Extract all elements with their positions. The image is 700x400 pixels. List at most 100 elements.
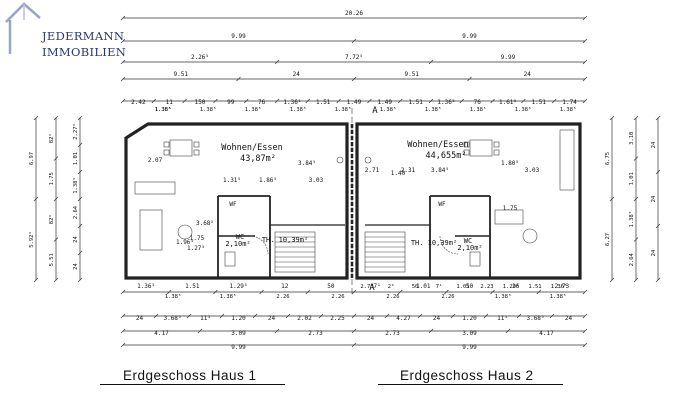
dimension-tick bbox=[77, 277, 83, 283]
dimension-tick bbox=[367, 98, 372, 104]
dimension-label: 1.38⁵ bbox=[335, 106, 352, 113]
chair bbox=[493, 141, 500, 148]
outer-wall-haus-2 bbox=[355, 122, 582, 280]
furniture bbox=[134, 129, 575, 273]
dimension-tick bbox=[274, 328, 280, 334]
stairs-haus-1 bbox=[274, 231, 316, 273]
round-table-haus-2 bbox=[522, 228, 538, 244]
dimension-tick bbox=[243, 98, 249, 104]
section-mark-top: A bbox=[372, 106, 378, 116]
dimension-tick bbox=[521, 98, 526, 104]
dimension-tick bbox=[77, 115, 83, 121]
dimension-label: 1.38⁵ bbox=[560, 106, 577, 113]
dimension-label: 1.01 bbox=[629, 172, 635, 185]
room-name-th-1: TH. 10,39m² bbox=[262, 236, 308, 244]
dimension-label: 7¹ bbox=[436, 283, 443, 290]
dimension-label: 11⁵ bbox=[497, 315, 508, 322]
room-name-wc-2: WC bbox=[464, 237, 472, 245]
dimension-tick bbox=[609, 196, 615, 202]
dimension-label: 1.51 bbox=[185, 283, 200, 290]
inner-dimension-label: 3.84⁵ bbox=[431, 167, 449, 174]
dimension-label: 2.25 bbox=[330, 315, 345, 322]
toilet-haus-2 bbox=[469, 251, 481, 267]
dimension-label: 1.01 bbox=[456, 284, 469, 290]
dimension-tick bbox=[582, 98, 588, 104]
dimension-label: 1.38⁵ bbox=[245, 106, 262, 113]
dimension-label: 76 bbox=[474, 99, 482, 106]
dimension-tick bbox=[397, 289, 403, 295]
round-table-haus-1 bbox=[177, 224, 193, 240]
dimension-tick bbox=[459, 98, 465, 104]
dimension-label: 2.64 bbox=[629, 252, 635, 266]
dimension-label: 1.38⁵ bbox=[550, 293, 567, 300]
dimension-tick bbox=[633, 115, 639, 121]
dimension-tick bbox=[582, 76, 588, 82]
dining-table-haus-1 bbox=[163, 139, 200, 157]
dimension-label: 24 bbox=[651, 141, 657, 148]
section-mark-bottom: A bbox=[369, 283, 375, 293]
dimension-label: 1.01 bbox=[416, 283, 431, 290]
dimension-tick bbox=[351, 328, 357, 334]
chair bbox=[163, 149, 170, 156]
dimension-tick bbox=[467, 76, 472, 82]
dimension-tick bbox=[120, 328, 126, 334]
inner-dimension-label: 1.96⁵ bbox=[176, 239, 194, 246]
dimension-label: 26 bbox=[512, 283, 520, 290]
dimension-tick bbox=[77, 223, 83, 229]
chair bbox=[193, 149, 200, 156]
dimension-tick bbox=[655, 169, 661, 175]
dimension-tick bbox=[384, 313, 390, 319]
dimension-tick bbox=[351, 313, 357, 319]
dimension-label: 24 bbox=[565, 315, 573, 322]
logo-line-1: JEDERMANN bbox=[42, 29, 125, 43]
dimension-label: 2.26 bbox=[441, 294, 454, 300]
dimension-label: 6.27 bbox=[605, 233, 611, 246]
dimension-tick bbox=[351, 289, 357, 295]
dimension-label: 2.73 bbox=[385, 330, 400, 337]
dimension-tick bbox=[186, 313, 192, 319]
dimension-tick bbox=[53, 277, 59, 283]
door-swing-haus-2 bbox=[439, 235, 459, 255]
dimension-label: 2.26 bbox=[276, 294, 289, 300]
dimension-label: 99 bbox=[227, 99, 235, 106]
dimension-label: 2.73 bbox=[360, 284, 373, 290]
dimension-label: 1.51 bbox=[532, 99, 547, 106]
dimension-label: 11 bbox=[166, 99, 174, 106]
dimension-tick bbox=[274, 98, 280, 104]
dimension-label: 1.20 bbox=[462, 315, 477, 322]
dimension-tick bbox=[259, 289, 264, 295]
dimension-label: 6.97 bbox=[29, 152, 35, 165]
dimension-label: 2.26 bbox=[331, 294, 344, 300]
dimension-tick bbox=[582, 38, 588, 44]
dimension-tick bbox=[305, 98, 311, 104]
dimension-tick bbox=[213, 289, 218, 295]
stairs-haus-2 bbox=[364, 231, 406, 273]
door-swing-haus-1 bbox=[249, 235, 269, 255]
dimension-label: 3.10 bbox=[629, 132, 635, 145]
dimension-label: 1.38⁵ bbox=[200, 106, 217, 113]
dimension-label: 1.29⁵ bbox=[503, 283, 520, 290]
dimension-label: 24 bbox=[136, 315, 144, 322]
dimension-tick bbox=[236, 76, 241, 82]
dimension-tick bbox=[166, 289, 172, 295]
dimension-tick bbox=[120, 342, 126, 348]
chair bbox=[163, 141, 170, 148]
dimension-label: 2⁰ bbox=[388, 283, 395, 290]
dimension-label: 24 bbox=[73, 263, 79, 270]
caption-underline-2 bbox=[378, 384, 563, 385]
dimension-tick bbox=[77, 142, 83, 148]
inner-dimension-label: 1.40 bbox=[391, 170, 406, 177]
dimension-label: 1.20 bbox=[231, 315, 246, 322]
dimension-tick bbox=[197, 328, 203, 334]
dimension-label: 76 bbox=[258, 99, 266, 106]
dimension-tick bbox=[582, 342, 588, 348]
dimension-label: 82⁵ bbox=[48, 214, 55, 224]
house-logo-icon bbox=[5, 2, 41, 54]
dimension-label: 2.23 bbox=[480, 284, 493, 290]
dimension-label: 150 bbox=[195, 99, 206, 106]
dimension-label: 1.36⁵ bbox=[437, 99, 455, 106]
dimension-tick bbox=[285, 313, 291, 319]
dimension-tick bbox=[633, 237, 639, 242]
dimension-tick bbox=[120, 38, 126, 44]
